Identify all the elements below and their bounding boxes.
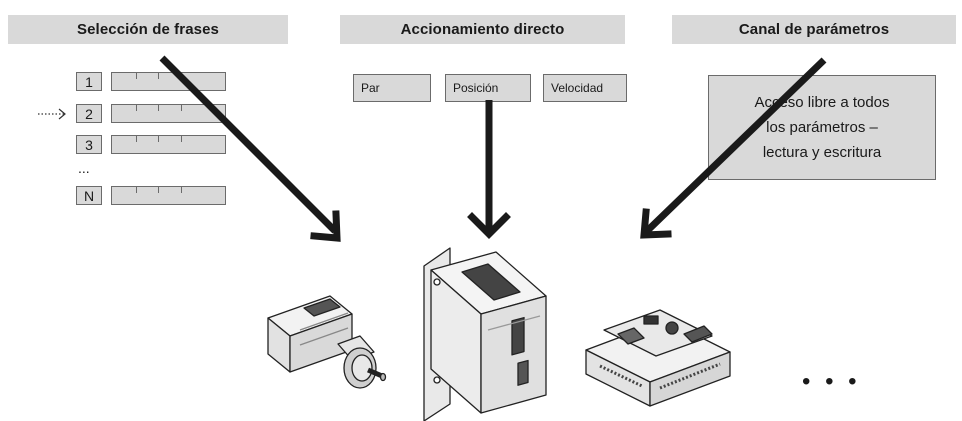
row-bar-3 <box>111 135 226 154</box>
more-devices-ellipsis: • • • <box>802 368 861 395</box>
motor-controller-icon <box>585 309 731 407</box>
row-bar-n <box>111 186 226 205</box>
header-parameter-channel: Canal de parámetros <box>672 15 956 44</box>
header-phrase-selection: Selección de frases <box>8 15 288 44</box>
row-number-2: 2 <box>76 104 102 123</box>
row-ellipsis: ... <box>78 160 90 176</box>
row-number-n: N <box>76 186 102 205</box>
selection-pointer-icon <box>38 108 66 120</box>
arrow-direct-to-device-icon <box>467 100 511 239</box>
header-direct-drive: Accionamiento directo <box>340 15 625 44</box>
servo-motor-icon <box>267 295 387 389</box>
parameter-text-line-2: los parámetros – <box>766 119 878 136</box>
arrow-parameter-to-device-icon <box>640 57 827 239</box>
row-bar-2 <box>111 104 226 123</box>
parameter-access-box: Acceso libre a todos los parámetros – le… <box>708 75 936 180</box>
servo-drive-icon <box>423 247 547 421</box>
row-number-3: 3 <box>76 135 102 154</box>
arrow-phrase-to-device-icon <box>159 55 341 242</box>
parameter-text-line-3: lectura y escritura <box>762 144 882 161</box>
mode-box-velocidad: Velocidad <box>543 74 627 102</box>
row-number-1: 1 <box>76 72 102 91</box>
mode-box-par: Par <box>353 74 431 102</box>
row-bar-1 <box>111 72 226 91</box>
